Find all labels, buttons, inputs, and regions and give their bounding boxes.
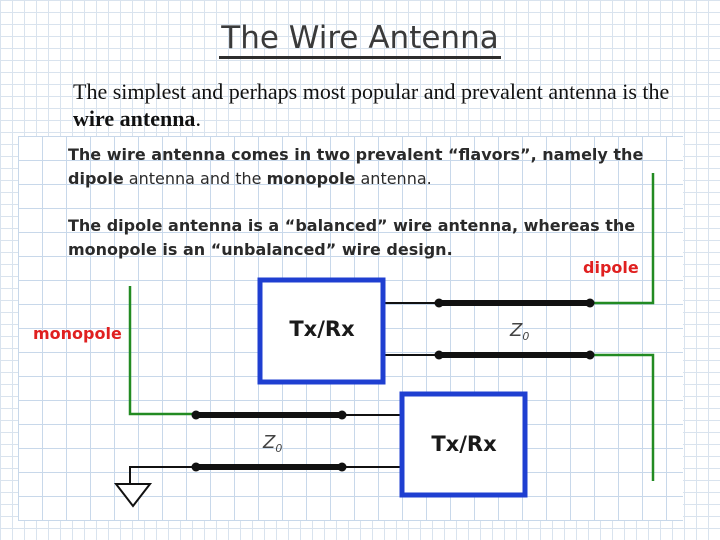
top-tline-node [585,298,595,308]
top-txrx-label: Tx/Rx [289,317,355,341]
intro-prefix: The simplest and perhaps most popular an… [73,79,670,104]
top-txrx-box [257,277,386,385]
bottom-tline-node [191,462,201,472]
para1-monopole: monopole [267,169,356,188]
slide-title: The Wire Antenna [0,20,720,59]
intro-text: The simplest and perhaps most popular an… [73,78,693,132]
bottom-txrx-box [399,391,528,498]
bottom-tline-node [191,410,201,420]
bottom-z-symbol: Z [262,432,276,453]
dipole-lower-wire [590,353,655,481]
ground-icon [113,483,153,508]
para2-line2: monopole is an “unbalanced” wire design. [68,240,453,259]
top-tline-node [434,298,444,308]
dipole-label: dipole [583,258,639,277]
para1-line2: dipole antenna and the monopole antenna. [68,169,432,188]
para1-dipole: dipole [68,169,124,188]
slide-title-text: The Wire Antenna [219,20,501,59]
bottom-z0-label: Z0 [262,432,282,455]
para2-line1: The dipole antenna is a “balanced” wire … [68,216,635,235]
antenna-figure: The wire antenna comes in two prevalent … [18,136,683,521]
ground-wire [129,466,194,484]
top-tline-node [434,350,444,360]
top-tline-node [585,350,595,360]
intro-suffix: . [195,106,201,131]
monopole-wire [128,286,194,416]
top-z-subscript: 0 [522,330,529,343]
para1-end: antenna. [355,169,431,188]
top-z-symbol: Z [509,320,523,341]
bottom-z-subscript: 0 [275,442,282,455]
para1-line1: The wire antenna comes in two prevalent … [68,145,643,164]
dipole-upper-wire [590,173,655,305]
bottom-txrx-label: Tx/Rx [431,432,497,456]
para1-mid: antenna and the [124,169,267,188]
intro-bold-term: wire antenna [73,106,196,131]
monopole-label: monopole [33,324,122,343]
antenna-diagram: The wire antenna comes in two prevalent … [33,145,655,508]
top-z0-label: Z0 [509,320,529,343]
